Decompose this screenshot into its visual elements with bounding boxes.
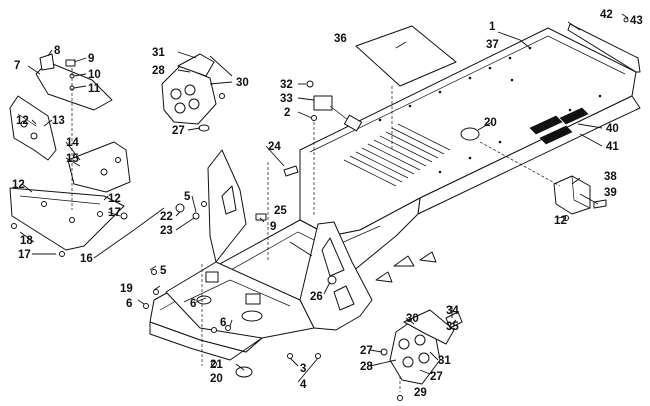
callout-1: 1 <box>489 21 496 33</box>
callout-12b: 12 <box>12 179 25 191</box>
callout-8: 8 <box>54 45 61 57</box>
callout-42: 42 <box>600 9 613 21</box>
callout-9a: 9 <box>88 53 94 65</box>
vent-slots <box>343 123 451 187</box>
lower-right-group <box>380 309 463 385</box>
callout-33: 33 <box>280 93 293 105</box>
callout-5a: 5 <box>184 191 191 203</box>
callout-24: 24 <box>268 141 281 153</box>
callout-29: 29 <box>414 387 427 399</box>
callout-17b: 17 <box>18 249 31 261</box>
callout-11: 11 <box>88 83 101 95</box>
callout-12c: 12 <box>108 193 121 205</box>
callout-27a: 27 <box>172 125 185 137</box>
callout-34: 34 <box>446 305 459 317</box>
callout-23: 23 <box>160 225 173 237</box>
sensor-group <box>306 80 363 132</box>
callout-13: 13 <box>52 115 65 127</box>
front-bulkhead <box>149 149 373 378</box>
callout-35: 35 <box>446 321 459 333</box>
deck-decals <box>529 107 589 145</box>
callout-27b: 27 <box>360 345 373 357</box>
callout-38: 38 <box>604 171 617 183</box>
callout-41: 41 <box>606 141 619 153</box>
callout-27c: 27 <box>430 371 443 383</box>
callout-28b: 28 <box>360 361 373 373</box>
callout-37: 37 <box>486 39 499 51</box>
callout-15: 15 <box>66 153 79 165</box>
callout-30a: 30 <box>236 77 249 89</box>
callout-30b: 30 <box>406 313 419 325</box>
callout-36: 36 <box>334 33 347 45</box>
callout-16: 16 <box>80 253 93 265</box>
callout-6b: 6 <box>190 298 196 310</box>
callout-9b: 9 <box>270 221 276 233</box>
callout-18: 18 <box>20 235 33 247</box>
callout-20b: 20 <box>210 373 223 385</box>
callout-14: 14 <box>66 137 79 149</box>
callout-25: 25 <box>274 205 287 217</box>
callout-12a: 12 <box>16 115 29 127</box>
panel-36 <box>355 25 457 87</box>
upper-mount-group <box>161 53 225 132</box>
callout-4: 4 <box>300 379 307 391</box>
callout-19: 19 <box>120 283 133 295</box>
callout-6a: 6 <box>126 298 132 310</box>
callout-43: 43 <box>630 15 643 27</box>
callout-2: 2 <box>284 107 290 119</box>
callout-39: 39 <box>604 187 617 199</box>
callout-32: 32 <box>280 79 293 91</box>
callout-17a: 17 <box>108 207 121 219</box>
callout-6c: 6 <box>220 317 226 329</box>
callout-26: 26 <box>310 291 323 303</box>
callout-12d: 12 <box>554 215 567 227</box>
callout-31a: 31 <box>152 47 165 59</box>
callout-22: 22 <box>160 211 173 223</box>
callout-21: 21 <box>210 359 223 371</box>
callout-3: 3 <box>300 363 306 375</box>
callout-10: 10 <box>88 69 101 81</box>
leader-lines <box>19 13 629 392</box>
callout-40: 40 <box>606 123 619 135</box>
rear-bracket-group <box>553 175 607 215</box>
callout-20a: 20 <box>484 117 497 129</box>
callout-28a: 28 <box>152 65 165 77</box>
callout-5b: 5 <box>160 265 167 277</box>
left-bracket-group <box>9 53 131 257</box>
callout-labels: 1 2 3 4 5 5 6 6 6 7 8 9 9 10 11 12 12 12… <box>12 9 643 399</box>
callout-7: 7 <box>14 60 20 72</box>
rivet-dots <box>378 46 602 174</box>
callout-31b: 31 <box>438 355 451 367</box>
